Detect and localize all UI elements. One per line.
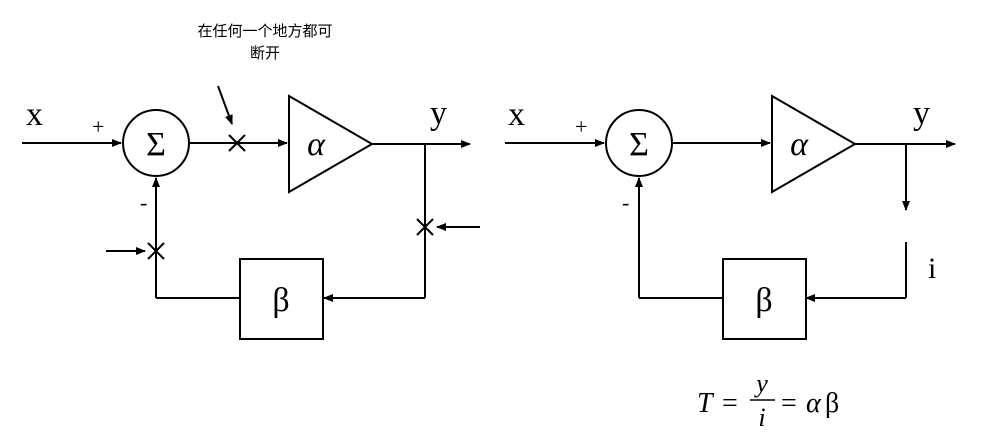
left-diagram: 在任何一个地方都可 断开 x + Σ α y β xyxy=(22,22,480,340)
left-sum-symbol: Σ xyxy=(146,126,166,163)
right-feedback-gain: β xyxy=(755,282,772,319)
right-output-label: y xyxy=(913,95,930,132)
left-output-label: y xyxy=(430,95,447,132)
formula-lhs: T xyxy=(697,388,715,419)
left-break-mark-return xyxy=(147,242,165,260)
right-plus-sign: + xyxy=(575,114,587,139)
left-amplifier-triangle xyxy=(288,94,374,194)
formula-numerator: y xyxy=(753,369,768,398)
right-injection-label: i xyxy=(928,252,936,285)
left-break-mark-forward xyxy=(228,134,246,152)
formula-eq2: = xyxy=(781,388,797,419)
loop-gain-formula: T = y i = α β xyxy=(697,369,839,432)
formula-denominator: i xyxy=(758,403,765,432)
break-anywhere-note-line2: 断开 xyxy=(250,44,280,62)
formula-rhs-alpha: α xyxy=(806,388,822,419)
break-anywhere-note-line1: 在任何一个地方都可 xyxy=(197,22,332,40)
right-amplifier-triangle xyxy=(771,94,857,194)
left-minus-sign: - xyxy=(140,190,147,215)
left-break-mark-feedback xyxy=(416,218,434,236)
right-sum-symbol: Σ xyxy=(629,126,649,163)
left-forward-gain: α xyxy=(307,126,326,163)
left-feedback-gain: β xyxy=(272,282,289,319)
left-plus-sign: + xyxy=(92,114,104,139)
right-minus-sign: - xyxy=(622,190,629,215)
left-input-label: x xyxy=(26,96,43,133)
right-forward-gain: α xyxy=(790,126,809,163)
right-input-label: x xyxy=(508,96,525,133)
right-diagram: x + Σ α y i β - T = y i = α β xyxy=(505,94,956,432)
left-annotation-pointer xyxy=(217,85,233,125)
formula-rhs-beta: β xyxy=(825,388,839,419)
formula-eq1: = xyxy=(722,388,738,419)
